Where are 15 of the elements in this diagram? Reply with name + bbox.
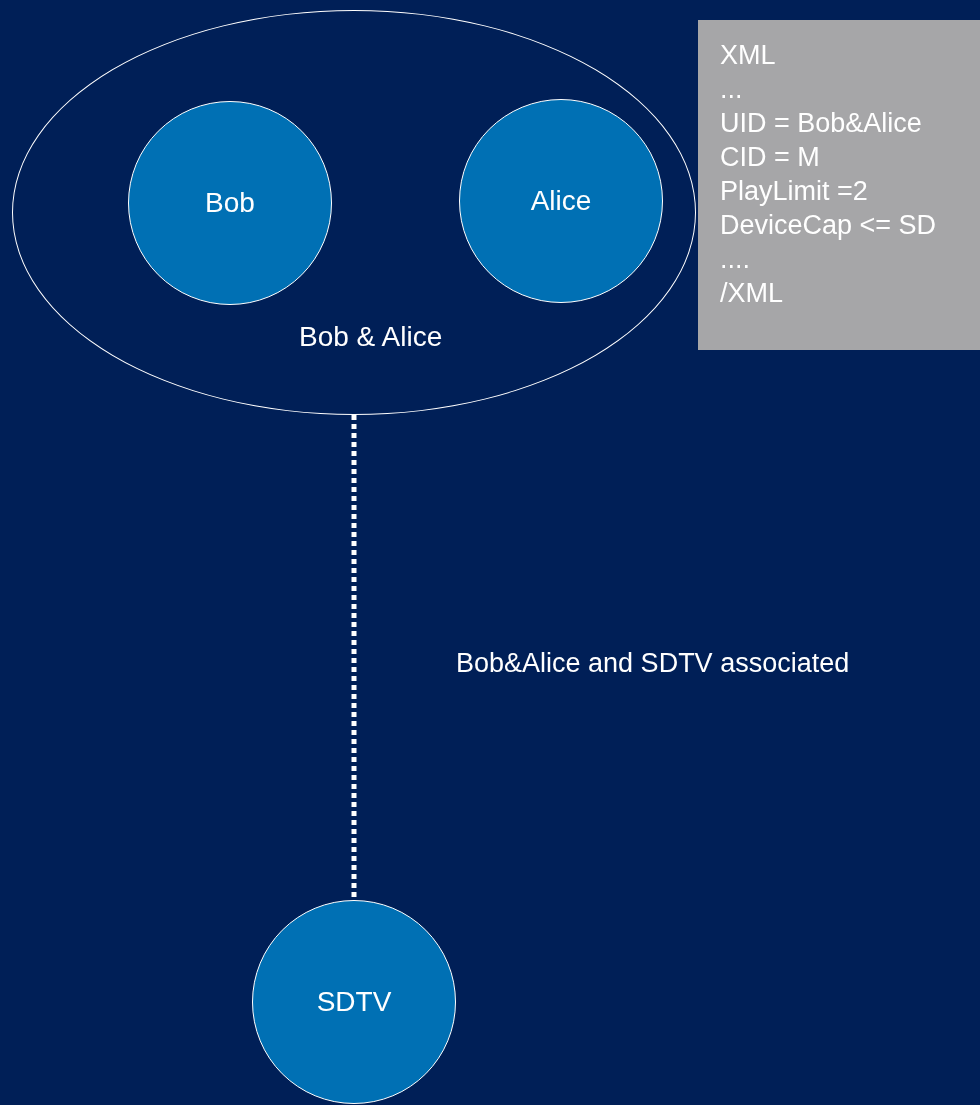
note-line: UID = Bob&Alice (720, 107, 922, 140)
note-line: CID = M (720, 141, 820, 174)
circle-node: Alice (459, 99, 663, 303)
dotted-connector (351, 415, 357, 900)
circle-node: Bob (128, 101, 332, 305)
note-box (698, 20, 980, 350)
circle-node: SDTV (252, 900, 456, 1104)
note-line: PlayLimit =2 (720, 175, 868, 208)
note-line: ... (720, 73, 743, 106)
note-line: XML (720, 39, 776, 72)
note-line: /XML (720, 277, 784, 310)
note-line: DeviceCap <= SD (720, 209, 937, 242)
group-title: Bob & Alice (299, 321, 443, 353)
group-ellipse (12, 10, 696, 415)
note-line: .... (720, 243, 750, 276)
